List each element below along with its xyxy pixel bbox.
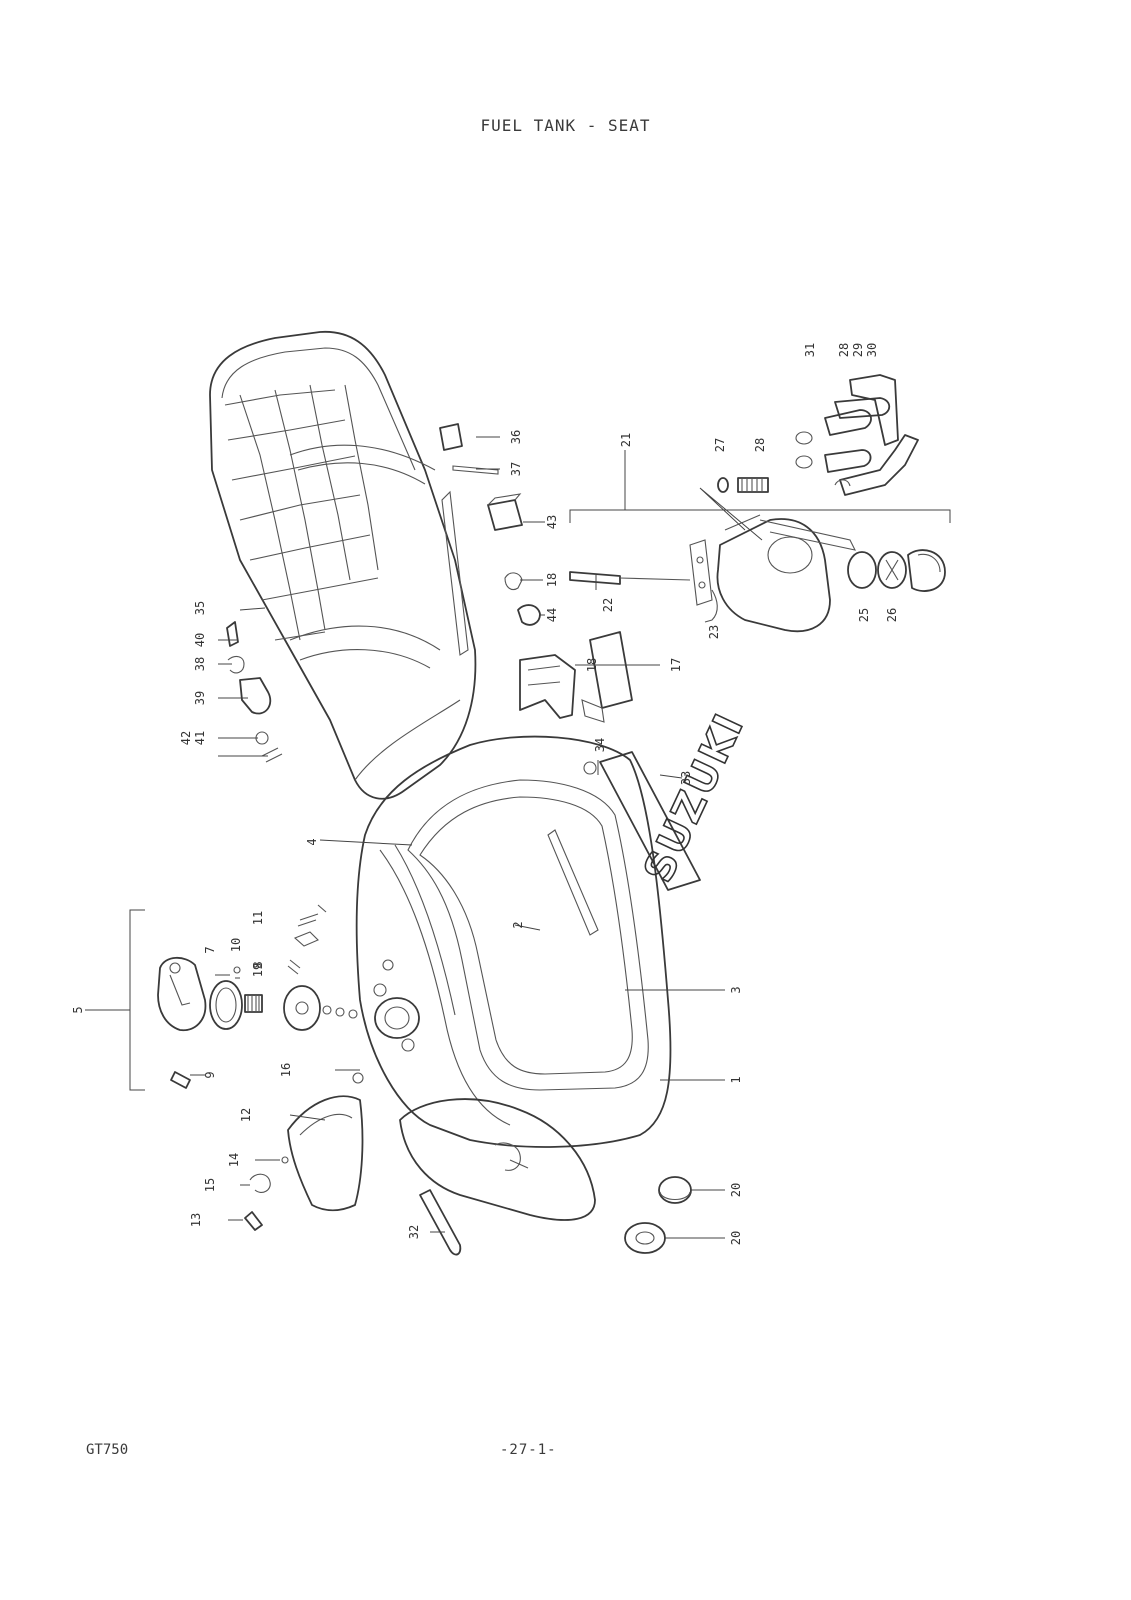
- callout-27: 27: [713, 438, 727, 452]
- callout-25: 25: [857, 608, 871, 622]
- fuel-cap-assembly: [157, 904, 358, 1089]
- callout-29: 29: [851, 343, 865, 357]
- callout-11: 11: [251, 911, 265, 925]
- callout-23: 23: [707, 625, 721, 639]
- callout-17: 17: [669, 658, 683, 672]
- callout-10: 10: [229, 938, 243, 952]
- callout-31: 31: [803, 343, 817, 357]
- callout-28a: 28: [753, 438, 767, 452]
- callout-20a: 20: [729, 1183, 743, 1197]
- callout-5: 5: [71, 1006, 85, 1013]
- callout-3: 3: [729, 986, 743, 993]
- fuel-cock-assembly: [504, 450, 951, 633]
- callout-30: 30: [865, 343, 879, 357]
- callout-38: 38: [193, 657, 207, 671]
- suzuki-logo-text: SUZUKI: [635, 706, 753, 889]
- callout-1: 1: [729, 1076, 743, 1083]
- misc-parts: [439, 423, 692, 1254]
- callout-32: 32: [407, 1225, 421, 1239]
- callout-44: 44: [545, 608, 559, 622]
- callout-21: 21: [619, 433, 633, 447]
- fuel-hoses: [795, 374, 919, 496]
- callout-41: 41: [193, 731, 207, 745]
- callout-12: 12: [239, 1108, 253, 1122]
- callout-35: 35: [193, 601, 207, 615]
- callout-33: 33: [679, 771, 693, 785]
- callout-19: 19: [251, 963, 265, 977]
- callout-28b: 28: [837, 343, 851, 357]
- callout-13: 13: [189, 1213, 203, 1227]
- footer-model: GT750: [86, 1442, 129, 1458]
- page-title: FUEL TANK - SEAT: [480, 116, 651, 135]
- callout-2: 2: [511, 921, 525, 928]
- callout-20b: 20: [729, 1231, 743, 1245]
- callout-43: 43: [545, 515, 559, 529]
- seat: [209, 331, 477, 800]
- seat-hinge-parts: [226, 621, 283, 763]
- callout-40: 40: [193, 633, 207, 647]
- fuel-tank: [355, 735, 672, 1256]
- footer-page-number: -27-1-: [500, 1442, 557, 1458]
- callout-18a: 18: [545, 573, 559, 587]
- front-cover: [244, 1072, 364, 1231]
- suzuki-emblem: SUZUKI: [599, 705, 754, 891]
- callout-22: 22: [601, 598, 615, 612]
- callout-4: 4: [305, 838, 319, 845]
- callout-8: 8: [251, 961, 265, 968]
- callout-39: 39: [193, 691, 207, 705]
- callout-36: 36: [509, 430, 523, 444]
- callout-26: 26: [885, 608, 899, 622]
- callout-15: 15: [203, 1178, 217, 1192]
- callout-37: 37: [509, 462, 523, 476]
- callout-16: 16: [279, 1063, 293, 1077]
- callout-7: 7: [203, 946, 217, 953]
- callout-18b: 18: [585, 658, 599, 672]
- callout-34: 34: [593, 738, 607, 752]
- callout-labels: 1 2 3 4 5 7 8 9 10 11 12 13 14 15 16 17 …: [71, 343, 899, 1245]
- callout-14: 14: [227, 1153, 241, 1167]
- callout-9: 9: [203, 1071, 217, 1078]
- callout-42: 42: [179, 731, 193, 745]
- leader-lines: [190, 436, 725, 1239]
